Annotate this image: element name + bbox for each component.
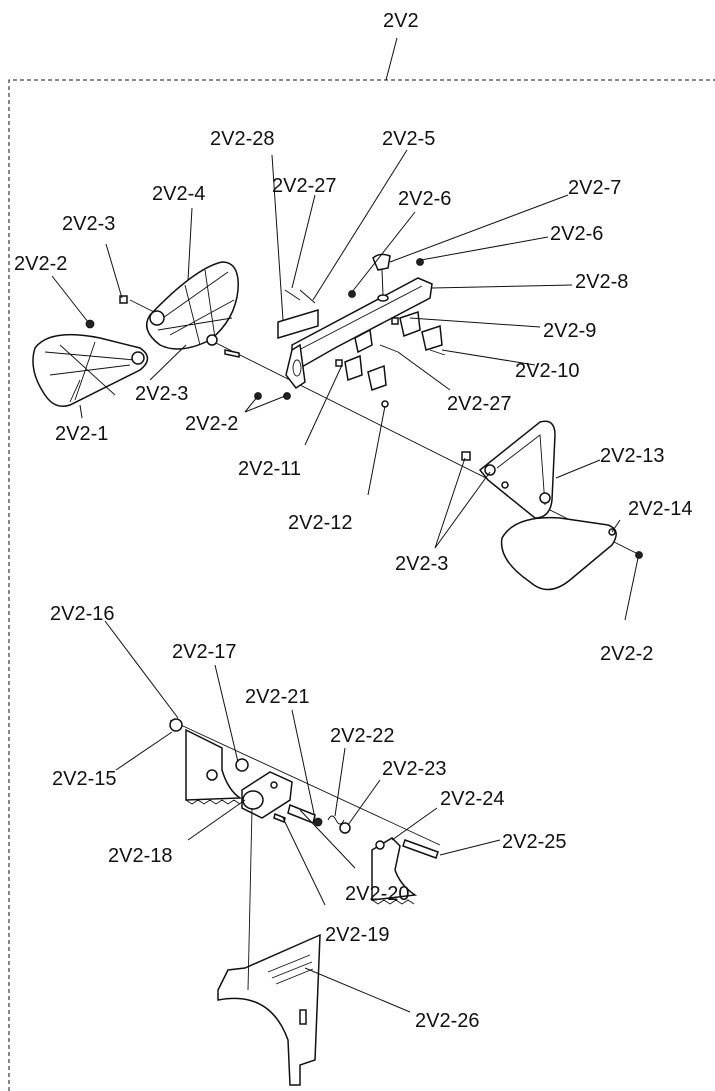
spring-right — [339, 822, 351, 834]
left-fasteners — [85, 295, 291, 400]
label-2v2-2-right: 2V2-2 — [600, 643, 653, 665]
left-mounting-bracket — [145, 261, 239, 350]
central-beam — [285, 277, 433, 390]
label-2v2-19: 2V2-19 — [325, 924, 390, 946]
label-2v2-2-mid: 2V2-2 — [185, 413, 238, 435]
label-plate — [277, 308, 319, 340]
label-2v2-22: 2V2-22 — [330, 725, 395, 747]
label-2v2-26: 2V2-26 — [415, 1010, 480, 1032]
label-2v2-11: 2V2-11 — [238, 458, 301, 480]
label-2v2-9: 2V2-9 — [543, 320, 596, 342]
assembly-boundary — [8, 79, 715, 1091]
assembly-axis-lower — [169, 719, 441, 846]
nut-right — [635, 551, 643, 559]
label-2v2-3-mid: 2V2-3 — [135, 383, 188, 405]
label-2v2-10: 2V2-10 — [515, 360, 580, 382]
bolt — [402, 839, 439, 859]
leader-lines — [51, 149, 639, 1013]
guard-axis — [247, 807, 253, 991]
label-2v2-21: 2V2-21 — [245, 686, 310, 708]
label-2v2-3-lower: 2V2-3 — [395, 553, 448, 575]
pivot-housing — [241, 771, 293, 819]
label-2v2-27-upper: 2V2-27 — [272, 175, 337, 197]
screw-left — [348, 290, 356, 298]
clamp-blocks-left — [335, 354, 389, 408]
label-2v2-27-lower: 2V2-27 — [447, 393, 512, 415]
knob — [372, 253, 391, 302]
label-2v2-6-upper: 2V2-6 — [398, 188, 451, 210]
title-leader — [385, 37, 398, 81]
label-2v2-14: 2V2-14 — [628, 498, 693, 520]
label-2v2-17: 2V2-17 — [172, 641, 237, 663]
pin-lower — [379, 344, 399, 353]
right-guard-shield — [500, 516, 617, 591]
screw-right-plate — [461, 451, 471, 461]
label-2v2-8: 2V2-8 — [575, 271, 628, 293]
rod — [299, 289, 316, 304]
label-2v2-12: 2V2-12 — [288, 512, 353, 534]
label-2v2-7: 2V2-7 — [568, 177, 621, 199]
left-pawl — [185, 728, 243, 805]
washer — [169, 718, 183, 732]
right-bracket-plate — [478, 420, 556, 519]
label-2v2-20: 2V2-20 — [345, 883, 410, 905]
label-2v2-2-left: 2V2-2 — [14, 253, 67, 275]
right-pawl — [371, 837, 418, 905]
label-2v2-6-right: 2V2-6 — [550, 223, 603, 245]
label-2v2-1: 2V2-1 — [55, 423, 108, 445]
label-2v2-13: 2V2-13 — [600, 445, 665, 467]
label-2v2-24: 2V2-24 — [440, 788, 505, 810]
label-2v2-3-upper: 2V2-3 — [62, 213, 115, 235]
label-2v2-23: 2V2-23 — [382, 758, 447, 780]
label-2v2-28: 2V2-28 — [210, 128, 275, 150]
label-2v2-15: 2V2-15 — [52, 768, 117, 790]
pin-upper — [284, 289, 301, 301]
shaft-ring — [313, 817, 323, 827]
label-2v2-16: 2V2-16 — [50, 603, 115, 625]
blade-guard-plate — [217, 933, 321, 1086]
left-guard-shield — [32, 333, 149, 407]
label-2v2-25: 2V2-25 — [502, 831, 567, 853]
clip — [327, 815, 345, 825]
spring-left — [235, 758, 249, 772]
label-2v2-5: 2V2-5 — [382, 128, 435, 150]
shaft — [287, 803, 316, 825]
assembly-title: 2V2 — [383, 10, 419, 32]
label-2v2-18: 2V2-18 — [108, 845, 173, 867]
small-screw — [273, 812, 286, 824]
label-2v2-4: 2V2-4 — [152, 183, 205, 205]
